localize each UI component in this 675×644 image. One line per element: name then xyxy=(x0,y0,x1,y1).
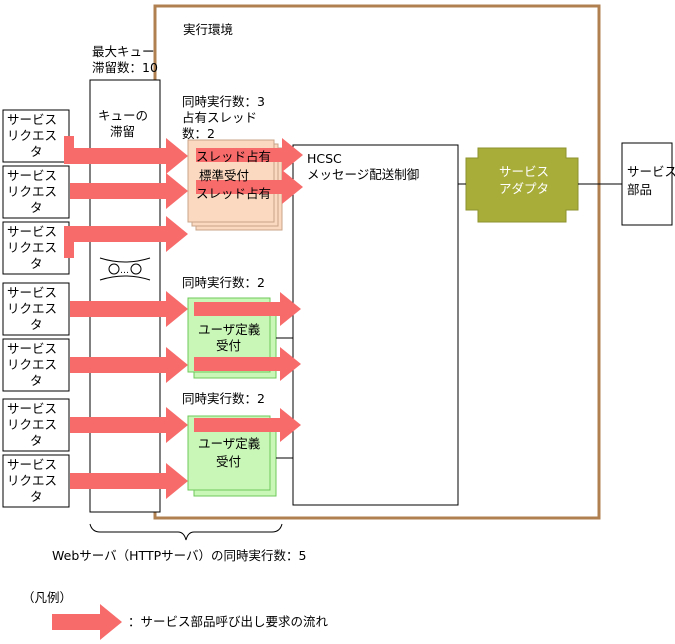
service-requester-1: サービス リクエス タ xyxy=(2,109,70,163)
group1-concurrency-label: 同時実行数：3 xyxy=(182,94,265,109)
flow-arrow-8 xyxy=(196,138,303,172)
svg-text:サービス: サービス xyxy=(7,457,57,472)
flow-arrow-11 xyxy=(194,347,301,381)
request-flow-arrows xyxy=(64,136,303,499)
svg-text:タ: タ xyxy=(30,200,43,215)
webserver-concurrency-caption: Webサーバ（HTTPサーバ）の同時実行数：5 xyxy=(52,548,306,563)
hcsc-label-line2: メッセージ配送制御 xyxy=(307,167,419,182)
queue-label-line2: 滞留 xyxy=(110,124,135,139)
flow-arrow-6 xyxy=(70,407,188,443)
service-adapter-line1: サービス xyxy=(499,164,549,179)
svg-text:タ: タ xyxy=(30,373,43,388)
svg-text:サービス: サービス xyxy=(7,168,57,183)
thread-occupied-label-1: スレッド占有 xyxy=(196,149,271,164)
group3-concurrency-label: 同時実行数：2 xyxy=(182,391,265,406)
svg-text:リクエス: リクエス xyxy=(7,301,57,316)
svg-text:タ: タ xyxy=(30,256,43,271)
service-adapter-line2: アダプタ xyxy=(499,181,549,196)
flow-arrow-4 xyxy=(70,291,188,327)
max-queue-label-line1: 最大キュー xyxy=(92,44,155,59)
service-component-line2: 部品 xyxy=(627,182,652,197)
svg-text:リクエス: リクエス xyxy=(7,473,57,488)
flow-arrow-2 xyxy=(70,173,188,209)
svg-text:リクエス: リクエス xyxy=(7,417,57,432)
svg-text:リクエス: リクエス xyxy=(7,357,57,372)
svg-text:タ: タ xyxy=(30,489,43,504)
service-requester-2: サービス リクエス タ xyxy=(2,165,70,219)
hcsc-label-line1: HCSC xyxy=(307,151,342,166)
service-requester-3: サービス リクエス タ xyxy=(2,221,70,275)
service-component-box xyxy=(621,142,673,226)
service-adapter-shape xyxy=(465,147,579,223)
svg-text:タ: タ xyxy=(30,433,43,448)
svg-text:リクエス: リクエス xyxy=(7,184,57,199)
service-component-line1: サービス xyxy=(627,164,675,179)
group2-concurrency-label: 同時実行数：2 xyxy=(182,275,265,290)
receiver-connectors xyxy=(276,337,293,459)
svg-text:サービス: サービス xyxy=(7,401,57,416)
svg-text:サービス: サービス xyxy=(7,224,57,239)
svg-text:タ: タ xyxy=(30,317,43,332)
flow-arrow-9 xyxy=(196,170,303,204)
service-requester-4: サービス リクエス タ xyxy=(2,282,70,336)
svg-text:サービス: サービス xyxy=(7,285,57,300)
flow-arrow-5 xyxy=(70,347,188,383)
group1-occupied-threads-line2: 数：2 xyxy=(182,126,215,141)
svg-text:リクエス: リクエス xyxy=(7,240,57,255)
svg-text:タ: タ xyxy=(30,144,43,159)
user-defined-receiver-1-line2: 受付 xyxy=(216,338,241,353)
legend-text: ：サービス部品呼び出し要求の流れ xyxy=(128,614,329,629)
queue-box xyxy=(89,79,161,513)
user-defined-receiver-2-line1: ユーザ定義 xyxy=(198,436,261,451)
flow-arrow-3 xyxy=(64,216,188,258)
flow-arrow-10 xyxy=(194,292,301,326)
group1-occupied-threads-line1: 占有スレッド xyxy=(182,110,257,125)
flow-arrow-7 xyxy=(70,463,188,499)
standard-receiver-label: 標準受付 xyxy=(199,168,249,183)
flow-arrow-12 xyxy=(194,408,301,442)
user-defined-receiver-2-line2: 受付 xyxy=(216,454,241,469)
max-queue-label-line2: 滞留数：10 xyxy=(92,60,158,75)
service-requester-7: サービス リクエス タ xyxy=(2,454,70,508)
thread-occupied-label-2: スレッド占有 xyxy=(196,186,271,201)
legend-arrow xyxy=(52,604,122,640)
webserver-brace xyxy=(89,523,283,541)
execution-environment-title: 実行環境 xyxy=(183,22,233,37)
svg-text:…: … xyxy=(120,266,129,276)
queue-icon: … xyxy=(99,257,151,281)
hcsc-message-routing-box xyxy=(292,144,459,506)
queue-label-line1: キューの xyxy=(98,108,148,123)
svg-text:サービス: サービス xyxy=(7,112,57,127)
svg-text:リクエス: リクエス xyxy=(7,128,57,143)
svg-text:サービス: サービス xyxy=(7,341,57,356)
service-requester-6: サービス リクエス タ xyxy=(2,398,70,452)
legend-title: （凡例） xyxy=(22,590,72,605)
service-requester-5: サービス リクエス タ xyxy=(2,338,70,392)
user-defined-receiver-1-line1: ユーザ定義 xyxy=(198,322,261,337)
flow-arrow-1 xyxy=(64,136,188,174)
